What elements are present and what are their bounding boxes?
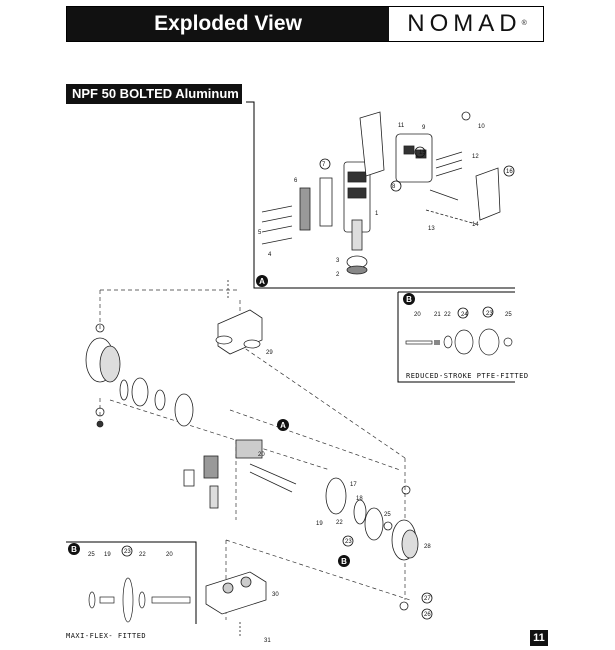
svg-text:28: 28 (424, 544, 431, 550)
detail-b-bottom-marker (68, 543, 80, 555)
svg-text:23: 23 (345, 539, 352, 545)
svg-text:23: 23 (486, 311, 493, 317)
detail-b-bottom-caption: MAXI-FLEX- FITTED (66, 632, 147, 640)
page-number: 11 (530, 630, 548, 646)
valve-plate (359, 111, 385, 177)
svg-text:31: 31 (264, 638, 271, 644)
end-plate (475, 167, 501, 221)
svg-text:2: 2 (336, 272, 340, 278)
svg-text:11: 11 (398, 123, 405, 129)
svg-text:12: 12 (472, 154, 479, 160)
svg-text:B: B (406, 295, 412, 304)
right-outer-chamber (391, 485, 419, 611)
section-title: NPF 50 BOLTED Aluminum (66, 84, 242, 104)
detail-a-frame: A (246, 101, 515, 289)
main-marker-b (338, 555, 350, 567)
detail-a-marker (256, 275, 268, 287)
discharge-manifold (215, 280, 263, 355)
detail-a-callouts: 1 2 3 4 5 6 7 8 9 10 11 12 13 14 15 16 (258, 123, 513, 278)
svg-text:24: 24 (461, 312, 468, 318)
svg-text:15: 15 (419, 150, 426, 156)
svg-text:20: 20 (258, 452, 265, 458)
svg-text:18: 18 (356, 496, 363, 502)
left-diaphragm-stack (119, 377, 194, 427)
svg-text:1: 1 (375, 211, 379, 217)
right-diaphragm-stack (325, 477, 393, 541)
center-section (183, 439, 297, 509)
detail-b-top-caption: REDUCED-STROKE PTFE-FITTED (406, 372, 529, 380)
svg-text:20: 20 (414, 312, 421, 318)
main-callouts-right: 17 18 19 22 23 25 (316, 482, 391, 545)
svg-text:21: 21 (434, 312, 441, 318)
main-marker-a (277, 419, 289, 431)
svg-text:14: 14 (472, 222, 479, 228)
detail-b-top-marker (403, 293, 415, 305)
svg-text:5: 5 (258, 230, 262, 236)
svg-text:10: 10 (478, 124, 485, 130)
pilot-valve (351, 219, 363, 251)
svg-text:29: 29 (266, 350, 273, 356)
end-cap (299, 187, 311, 231)
svg-text:17: 17 (350, 482, 357, 488)
svg-text:19: 19 (104, 552, 111, 558)
svg-text:26: 26 (424, 612, 431, 618)
svg-text:23: 23 (124, 549, 131, 555)
svg-text:30: 30 (272, 592, 279, 598)
gasket (319, 177, 333, 227)
svg-text:27: 27 (424, 596, 431, 602)
svg-text:16: 16 (506, 169, 513, 175)
suction-manifold (205, 571, 267, 636)
svg-text:9: 9 (422, 125, 426, 131)
svg-text:25: 25 (505, 312, 512, 318)
detail-a-parts (261, 111, 501, 275)
svg-text:3: 3 (336, 258, 340, 264)
svg-text:13: 13 (428, 226, 435, 232)
main-callouts-lower-right: 28 27 26 29 30 31 (264, 350, 431, 644)
svg-text:4: 4 (268, 252, 272, 258)
svg-text:7: 7 (322, 162, 326, 168)
air-valve-body (395, 133, 433, 183)
svg-text:19: 19 (316, 521, 323, 527)
trademark-mark: ® (521, 20, 527, 27)
brand-logo: NOMAD® (391, 7, 543, 41)
page-title: Exploded View (67, 7, 389, 41)
svg-text:B: B (71, 545, 77, 554)
detail-b-top-frame: B 20 21 22 24 23 25 (397, 291, 515, 383)
svg-text:B: B (341, 557, 347, 566)
svg-text:6: 6 (294, 178, 298, 184)
svg-text:22: 22 (444, 312, 451, 318)
detail-a-marker-label: A (259, 277, 265, 286)
svg-text:22: 22 (336, 520, 343, 526)
brand-name: NOMAD (407, 10, 522, 37)
left-outer-chamber (85, 323, 121, 428)
svg-text:22: 22 (139, 552, 146, 558)
header-bar: Exploded View NOMAD® (66, 6, 544, 42)
svg-text:25: 25 (88, 552, 95, 558)
svg-text:25: 25 (384, 512, 391, 518)
svg-text:20: 20 (166, 552, 173, 558)
detail-b-bottom-frame: B 25 19 23 22 20 (66, 541, 197, 624)
svg-text:A: A (280, 421, 286, 430)
svg-text:8: 8 (392, 184, 396, 190)
